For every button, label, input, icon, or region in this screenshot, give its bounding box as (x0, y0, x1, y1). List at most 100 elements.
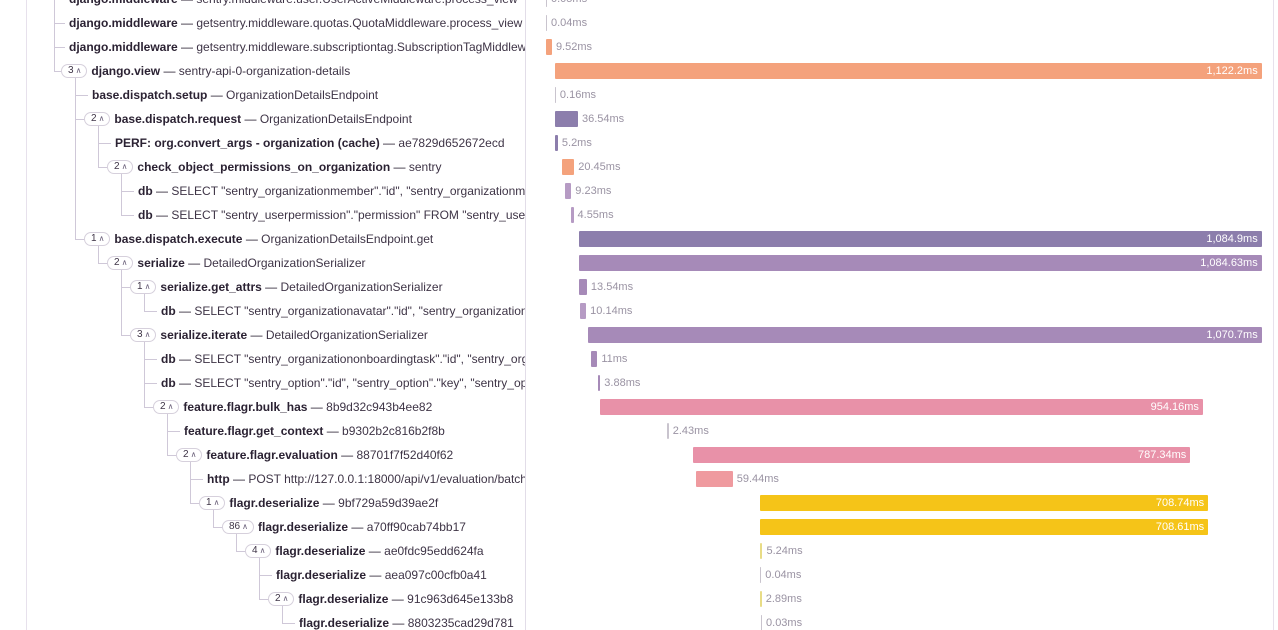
span-duration-bar[interactable] (759, 495, 1209, 511)
span-row[interactable]: db — SELECT "sentry_option"."id", "sentr… (161, 371, 525, 395)
span-row[interactable]: django.middleware — sentry.middleware.us… (69, 0, 518, 11)
span-row[interactable]: 4∧flagr.deserialize — ae0fdc95edd624fa (245, 539, 484, 563)
span-row[interactable]: 2∧base.dispatch.request — OrganizationDe… (84, 107, 412, 131)
tree-connector-branch (98, 143, 111, 144)
pane-divider-handle[interactable] (525, 0, 526, 630)
span-duration-bar[interactable] (693, 447, 1191, 463)
tree-connector-branch (75, 119, 88, 120)
span-duration-bar[interactable] (565, 183, 572, 199)
span-row[interactable]: flagr.deserialize — aea097c00cfb0a41 (276, 563, 487, 587)
span-children-count: 2 (114, 160, 120, 172)
span-row[interactable]: feature.flagr.get_context — b9302b2c816b… (184, 419, 445, 443)
span-duration-label: 1,084.63ms (1200, 257, 1258, 269)
span-duration-bar[interactable] (598, 375, 601, 391)
span-row[interactable]: db — SELECT "sentry_userpermission"."per… (138, 203, 525, 227)
span-row[interactable]: 2∧flagr.deserialize — 91c963d645e133b8 (268, 587, 513, 611)
span-row[interactable]: flagr.deserialize — 8803235cad29d781 (299, 611, 514, 630)
span-duration-bar[interactable] (695, 471, 733, 487)
span-operation: check_object_permissions_on_organization (137, 160, 391, 174)
span-row[interactable]: db — SELECT "sentry_organizationavatar".… (161, 299, 525, 323)
span-row[interactable]: base.dispatch.setup — OrganizationDetail… (92, 83, 378, 107)
span-duration-bar[interactable] (580, 303, 587, 319)
span-description: 91c963d645e133b8 (407, 592, 514, 606)
span-operation: feature.flagr.evaluation (206, 448, 338, 462)
span-separator: — (323, 424, 343, 438)
span-row[interactable]: PERF: org.convert_args - organization (c… (115, 131, 505, 155)
span-children-toggle[interactable]: 3∧ (61, 63, 88, 78)
span-children-toggle[interactable]: 2∧ (176, 447, 203, 462)
span-duration-bar[interactable] (554, 63, 1262, 79)
span-row[interactable]: 2∧serialize — DetailedOrganizationSerial… (107, 251, 366, 275)
span-row[interactable]: db — SELECT "sentry_organizationonboardi… (161, 347, 525, 371)
span-description: 9bf729a59d39ae2f (338, 496, 439, 510)
span-duration-bar[interactable] (760, 591, 762, 607)
span-operation: serialize.iterate (160, 328, 248, 342)
tree-connector-branch (54, 71, 62, 72)
span-row[interactable]: db — SELECT "sentry_organizationmember".… (138, 179, 525, 203)
span-children-count: 1 (206, 496, 212, 508)
span-timeline-pane[interactable]: 0.05ms0.04ms9.52ms1,122.2ms0.16ms36.54ms… (526, 0, 1273, 630)
span-duration-bar[interactable] (554, 87, 556, 103)
span-duration-bar[interactable] (590, 351, 598, 367)
span-children-toggle[interactable]: 1∧ (199, 495, 226, 510)
span-row[interactable]: 3∧django.view — sentry-api-0-organizatio… (61, 59, 350, 83)
span-children-toggle[interactable]: 2∧ (268, 591, 295, 606)
span-operation: flagr.deserialize (276, 568, 367, 582)
span-duration-bar[interactable] (578, 279, 587, 295)
span-duration-bar[interactable] (761, 615, 763, 630)
span-duration-bar[interactable] (759, 519, 1209, 535)
span-duration-label: 1,084.9ms (1206, 233, 1258, 245)
span-children-toggle[interactable]: 86∧ (222, 519, 254, 534)
span-row[interactable]: 3∧serialize.iterate — DetailedOrganizati… (130, 323, 428, 347)
span-duration-bar[interactable] (578, 231, 1262, 247)
span-children-toggle[interactable]: 3∧ (130, 327, 157, 342)
span-duration-bar[interactable] (561, 159, 575, 175)
span-duration-label: 4.55ms (577, 209, 614, 221)
span-separator: — (175, 352, 195, 366)
span-row[interactable]: 2∧feature.flagr.bulk_has — 8b9d32c943b4e… (153, 395, 432, 419)
span-duration-bar[interactable] (546, 0, 547, 7)
span-duration-bar[interactable] (587, 327, 1262, 343)
span-children-toggle[interactable]: 1∧ (130, 279, 157, 294)
span-children-count: 3 (68, 64, 74, 76)
span-children-toggle[interactable]: 2∧ (107, 255, 134, 270)
span-duration-bar[interactable] (570, 207, 574, 223)
span-duration-bar[interactable] (760, 567, 762, 583)
span-row[interactable]: 1∧base.dispatch.execute — OrganizationDe… (84, 227, 433, 251)
span-duration-bar[interactable] (546, 39, 552, 55)
span-duration-bar[interactable] (600, 399, 1203, 415)
span-row[interactable]: 2∧check_object_permissions_on_organizati… (107, 155, 442, 179)
span-duration-bar[interactable] (667, 423, 669, 439)
span-separator: — (319, 496, 339, 510)
span-description: 8803235cad29d781 (407, 616, 514, 630)
span-row[interactable]: 1∧serialize.get_attrs — DetailedOrganiza… (130, 275, 443, 299)
tree-connector-branch (98, 263, 111, 264)
span-children-toggle[interactable]: 4∧ (245, 543, 272, 558)
span-separator: — (348, 520, 367, 534)
span-description: SELECT "sentry_userpermission"."permissi… (171, 208, 525, 222)
span-description: OrganizationDetailsEndpoint.get (261, 232, 434, 246)
span-duration-bar[interactable] (759, 543, 763, 559)
span-row[interactable]: django.middleware — getsentry.middleware… (69, 11, 522, 35)
span-duration-label: 13.54ms (590, 281, 634, 293)
span-duration-bar[interactable] (554, 111, 578, 127)
tree-connector-branch (259, 599, 272, 600)
span-separator: — (307, 400, 327, 414)
span-children-toggle[interactable]: 2∧ (84, 111, 111, 126)
tree-connector-trunk (121, 270, 122, 335)
span-row[interactable]: 86∧flagr.deserialize — a70ff90cab74bb17 (222, 515, 466, 539)
span-row[interactable]: 1∧flagr.deserialize — 9bf729a59d39ae2f (199, 491, 438, 515)
span-duration-bar[interactable] (554, 135, 558, 151)
span-children-toggle[interactable]: 1∧ (84, 231, 111, 246)
span-duration-bar[interactable] (578, 255, 1262, 271)
span-operation: flagr.deserialize (229, 496, 320, 510)
span-operation: flagr.deserialize (275, 544, 366, 558)
span-duration-bar[interactable] (546, 15, 547, 31)
span-children-toggle[interactable]: 2∧ (153, 399, 180, 414)
span-duration-label: 5.24ms (766, 545, 803, 557)
span-children-toggle[interactable]: 2∧ (107, 159, 134, 174)
span-row[interactable]: 2∧feature.flagr.evaluation — 88701f7f52d… (176, 443, 453, 467)
span-tree-pane[interactable]: django.middleware — sentry.middleware.us… (27, 0, 525, 630)
span-row[interactable]: http — POST http://127.0.0.1:18000/api/v… (207, 467, 525, 491)
span-row[interactable]: django.middleware — getsentry.middleware… (69, 35, 525, 59)
